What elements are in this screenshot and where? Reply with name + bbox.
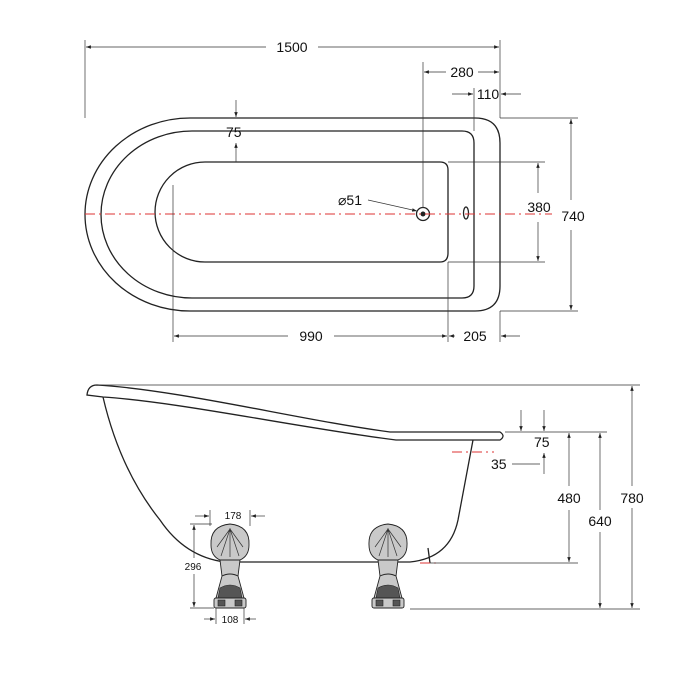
dim-lip: 35 (491, 456, 507, 472)
dim-foot-base: 108 (222, 615, 239, 626)
dim-waste-offset: 280 (450, 64, 474, 80)
plan-outer-rim (84, 117, 501, 312)
dim-height-640: 640 (588, 513, 612, 529)
dim-height-480: 480 (557, 490, 581, 506)
side-tub-body (102, 396, 474, 563)
plan-view: 1500 280 110 75 ⌀51 380 740 (84, 39, 585, 344)
dim-waste-diameter: ⌀51 (338, 192, 362, 208)
dim-foot-width: 178 (225, 511, 242, 522)
dim-inner-length: 990 (299, 328, 323, 344)
dim-foot-height: 296 (185, 562, 202, 573)
side-waste-trace (427, 547, 431, 564)
side-view: 75 35 480 640 780 (86, 384, 644, 626)
dim-rim-thickness: 75 (534, 434, 550, 450)
waste-hole-inner (420, 211, 426, 217)
side-rim-top (86, 384, 504, 441)
dim-overall-width: 740 (561, 208, 585, 224)
claw-foot-right (368, 523, 408, 609)
leader-line (367, 199, 418, 212)
dim-rim-side: 75 (226, 124, 242, 140)
dim-overall-height: 780 (620, 490, 644, 506)
claw-foot-left (210, 523, 250, 609)
dim-end-offset: 205 (463, 328, 487, 344)
dim-rim-end: 110 (477, 86, 500, 102)
dim-inner-width: 380 (527, 199, 551, 215)
plan-inner-rim (100, 130, 475, 299)
overflow-hole (462, 206, 470, 220)
plan-basin (154, 161, 449, 263)
dim-overall-length: 1500 (276, 39, 307, 55)
